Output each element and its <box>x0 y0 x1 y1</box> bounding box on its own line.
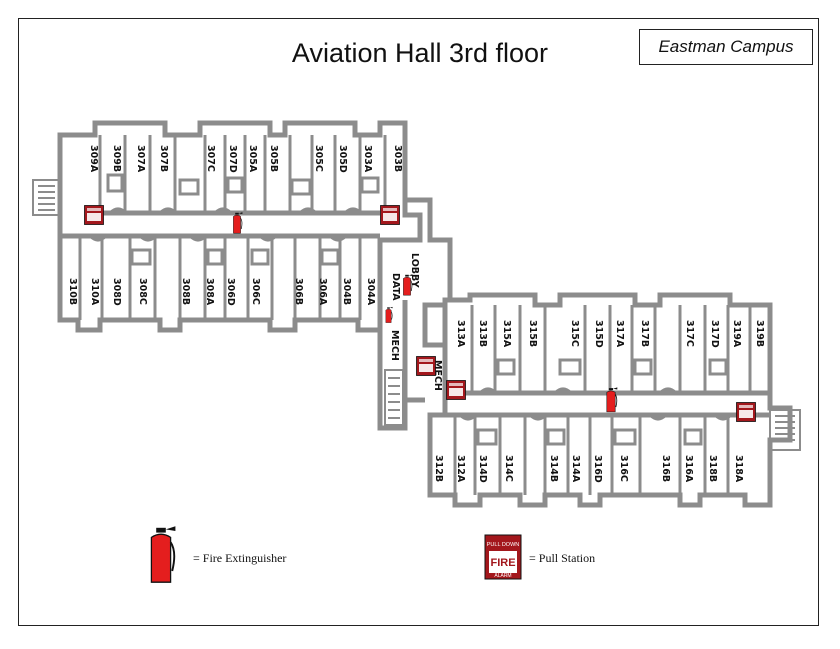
room-label: 307B <box>158 145 169 172</box>
room-label: 316B <box>660 455 671 482</box>
room-label: 316A <box>683 455 694 483</box>
mech-room-label: MECH <box>389 330 400 361</box>
room-label: 307D <box>227 145 238 173</box>
pull-station-icon <box>380 205 400 225</box>
room-label: 309A <box>88 145 99 173</box>
legend-fire-extinguisher-icon <box>150 525 177 584</box>
room-label: 308B <box>180 278 191 305</box>
room-label: 313B <box>477 320 488 347</box>
room-label: 315A <box>501 320 512 348</box>
room-label: 307C <box>205 145 216 172</box>
room-label: 308D <box>111 278 122 306</box>
room-label: 303A <box>362 145 373 173</box>
room-label: 305C <box>313 145 324 172</box>
stairwell-middle <box>384 369 404 426</box>
room-labels-upper-bottom: 310B 310A 308D 308C 308B 308A 306D 306C 306B 306A… <box>67 278 376 306</box>
room-label: 312B <box>433 455 444 482</box>
room-label: 305A <box>247 145 258 173</box>
room-label: 317D <box>709 320 720 348</box>
mech-room-label-2: MECH <box>432 360 443 391</box>
room-label: 310A <box>89 278 100 306</box>
stairwell-right <box>769 409 801 451</box>
page-title: Aviation Hall 3rd floor <box>291 38 549 68</box>
lower-right-partitions <box>453 305 752 495</box>
room-label: 305D <box>337 145 348 173</box>
room-labels-lower-bottom: 312B 312A 314D 314C 314B 314A 316D 316C 316B 316A… <box>433 455 744 483</box>
stairwell-left <box>32 179 61 216</box>
data-room-label: DATA <box>390 273 401 301</box>
pull-station-icon <box>446 380 466 400</box>
room-label: 304A <box>365 278 376 306</box>
room-label: 314A <box>570 455 581 483</box>
room-label: 317A <box>614 320 625 348</box>
legend-pull-top-text: PULL DOWN <box>487 542 520 548</box>
room-label: 306B <box>293 278 304 305</box>
room-label: 317C <box>684 320 695 347</box>
room-label: 312A <box>455 455 466 483</box>
room-label: 315D <box>593 320 604 348</box>
upper-left-wing <box>57 120 423 333</box>
legend-pull-station-label: = Pull Station <box>529 551 596 565</box>
room-label: 308C <box>137 278 148 305</box>
fire-extinguisher-icon <box>385 306 393 323</box>
room-label: 318A <box>733 455 744 483</box>
legend-pull-bottom-text: ALARM <box>494 573 511 579</box>
room-label: 317B <box>639 320 650 347</box>
room-label: 307A <box>135 145 146 173</box>
room-label: 308A <box>204 278 215 306</box>
room-label: 315C <box>569 320 580 347</box>
room-label: 315B <box>527 320 538 347</box>
legend-pull-main-text: FIRE <box>490 557 515 569</box>
room-label: 314B <box>548 455 559 482</box>
room-label: 319B <box>754 320 765 347</box>
room-label: 313A <box>455 320 466 348</box>
room-label: 304B <box>341 278 352 305</box>
room-label: 309B <box>111 145 122 172</box>
lobby-label: LOBBY <box>409 253 420 288</box>
campus-label: Eastman Campus <box>639 29 813 65</box>
room-labels-lower-top: 313A 313B 315A 315B 315C 315D 317A 317B 317C 317D… <box>455 320 765 348</box>
room-label: 318B <box>707 455 718 482</box>
room-label: 310B <box>67 278 78 305</box>
upper-left-partitions <box>78 135 387 320</box>
room-label: 314C <box>503 455 514 482</box>
room-label: 303B <box>392 145 403 172</box>
room-label: 319A <box>731 320 742 348</box>
room-labels-upper-top: 309A 309B 307A 307B 307C 307D 305A 305B 305C 305D… <box>88 145 403 173</box>
room-label: 306D <box>225 278 236 306</box>
room-label: 306A <box>317 278 328 306</box>
room-label: 316C <box>618 455 629 482</box>
room-label: 316D <box>592 455 603 483</box>
room-label: 306C <box>250 278 261 305</box>
room-label: 305B <box>268 145 279 172</box>
legend-pull-station-icon: PULL DOWN FIRE ALARM <box>484 534 522 580</box>
pull-station-icon <box>416 356 436 376</box>
room-label: 314D <box>477 455 488 483</box>
pull-station-icon <box>84 205 104 225</box>
pull-station-icon <box>736 402 756 422</box>
legend-extinguisher-label: = Fire Extinguisher <box>193 551 287 565</box>
